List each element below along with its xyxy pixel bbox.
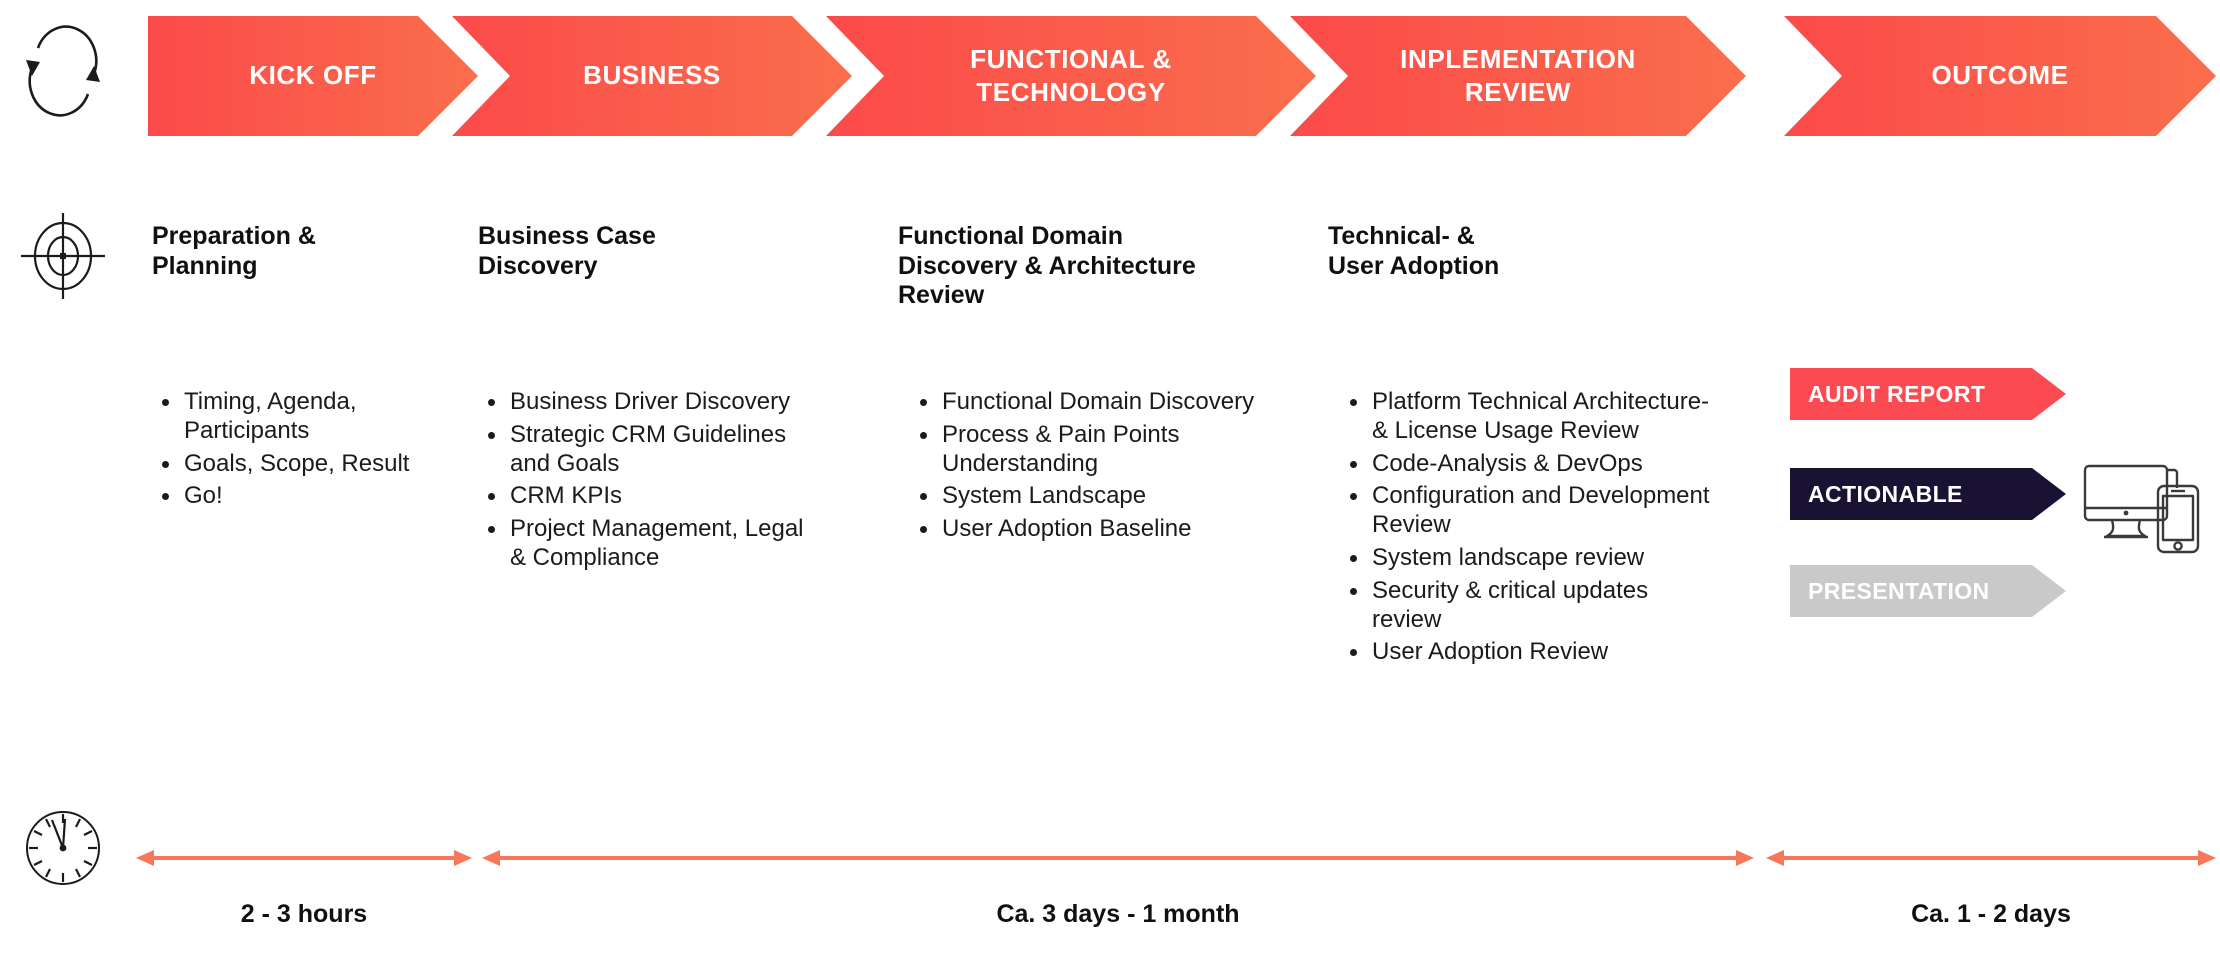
list-item: User Adoption Baseline xyxy=(920,515,1272,544)
list-item: Process & Pain Points Understanding xyxy=(920,421,1272,479)
list-item: Security & critical updates review xyxy=(1350,577,1712,635)
list-item: Business Driver Discovery xyxy=(488,388,820,417)
column-heading-business-case-discovery: Business Case Discovery xyxy=(478,222,656,280)
list-item: Functional Domain Discovery xyxy=(920,388,1272,417)
clock-icon xyxy=(18,800,108,896)
list-item: System landscape review xyxy=(1350,544,1712,573)
list-item: System Landscape xyxy=(920,482,1272,511)
bullet-list-functional-domain: Functional Domain Discovery Process & Pa… xyxy=(910,388,1272,548)
bullet-list-technical-user-adoption: Platform Technical Architecture- & Licen… xyxy=(1340,388,1712,671)
timeline-arrow-1 xyxy=(136,845,472,871)
phase-arrow-band: KICK OFF BUSINESS xyxy=(0,16,2220,136)
list-item: Strategic CRM Guidelines and Goals xyxy=(488,421,820,479)
timeline-arrow-3 xyxy=(1766,845,2216,871)
cycle-icon xyxy=(18,22,108,118)
column-heading-technical-user-adoption: Technical- & User Adoption xyxy=(1328,222,1500,280)
timeline-label-1: 2 - 3 hours xyxy=(240,900,368,928)
list-item: Goals, Scope, Result xyxy=(162,450,474,479)
list-item: CRM KPIs xyxy=(488,482,820,511)
badge-presentation[interactable]: PRESENTATION xyxy=(1790,565,2066,617)
phase-arrow-outcome[interactable]: OUTCOME xyxy=(1784,16,2216,136)
timeline-label-3: Ca. 1 - 2 days xyxy=(1911,900,2071,928)
list-item: Code-Analysis & DevOps xyxy=(1350,450,1712,479)
list-item: Project Management, Legal & Compliance xyxy=(488,515,820,573)
timeline-arrow-2 xyxy=(482,845,1754,871)
phase-arrow-functional-technology[interactable]: FUNCTIONAL & TECHNOLOGY xyxy=(826,16,1316,136)
list-item: Configuration and Development Review xyxy=(1350,482,1712,540)
target-icon xyxy=(18,208,108,304)
timeline-label-2: Ca. 3 days - 1 month xyxy=(996,900,1240,928)
badge-audit-report[interactable]: AUDIT REPORT xyxy=(1790,368,2066,420)
badge-actionable[interactable]: ACTIONABLE xyxy=(1790,468,2066,520)
bullet-list-business-case-discovery: Business Driver Discovery Strategic CRM … xyxy=(478,388,820,577)
column-heading-functional-domain: Functional Domain Discovery & Architectu… xyxy=(898,222,1196,309)
bullet-list-preparation-planning: Timing, Agenda, Participants Goals, Scop… xyxy=(152,388,474,515)
phase-arrow-inplementation-review[interactable]: INPLEMENTATION REVIEW xyxy=(1290,16,1746,136)
list-item: Timing, Agenda, Participants xyxy=(162,388,474,446)
badge-label: PRESENTATION xyxy=(1808,577,1990,604)
phase-arrow-kick-off[interactable]: KICK OFF xyxy=(148,16,478,136)
list-item: Platform Technical Architecture- & Licen… xyxy=(1350,388,1712,446)
monitor-and-phone-icon xyxy=(2082,458,2206,562)
list-item: Go! xyxy=(162,482,474,511)
list-item: User Adoption Review xyxy=(1350,638,1712,667)
badge-label: ACTIONABLE xyxy=(1808,480,1963,507)
phase-arrow-business[interactable]: BUSINESS xyxy=(452,16,852,136)
badge-label: AUDIT REPORT xyxy=(1808,380,1986,407)
column-heading-preparation-planning: Preparation & Planning xyxy=(152,222,316,280)
